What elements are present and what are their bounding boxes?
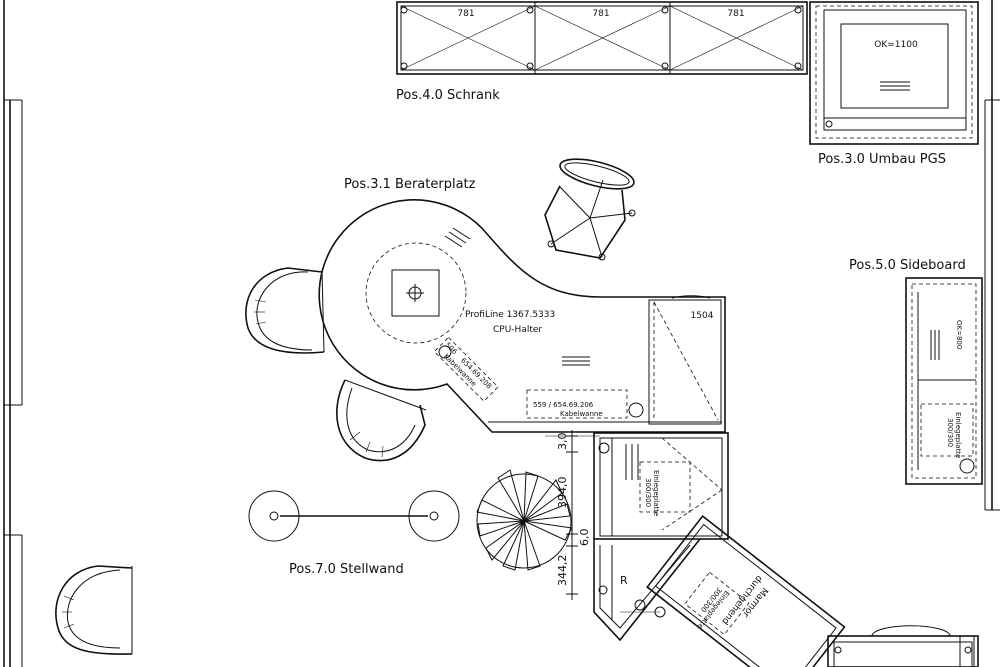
desk-kabelwanne-label: Kabelwanne [560, 410, 603, 418]
visitor-chair-left-bottom [336, 379, 427, 462]
dimension-344-2: 344,2 [556, 555, 569, 587]
plant [476, 469, 573, 571]
dimension-6-0: 6,0 [578, 529, 591, 547]
desk-cpu-halter: CPU-Halter [493, 325, 542, 335]
bottom-right-cabinet [827, 625, 979, 667]
label-beraterplatz: Pos.3.1 Beraterplatz [344, 177, 476, 192]
room-walls [3, 0, 1000, 667]
office-chair [544, 158, 636, 261]
lower-cabinet: Einlegeplatte 300/300 R [593, 432, 729, 642]
pgs-unit: OK=1100 [809, 1, 979, 145]
sideboard: OK=800 Einlegeplatte 300/300 [905, 277, 983, 485]
lower-einlegeplatte-size: 300/300 [644, 478, 652, 507]
sideboard-ok-height: OK=800 [955, 320, 963, 349]
sideboard-einlegeplatte: Einlegeplatte [954, 412, 962, 458]
schrank-width-2: 781 [592, 9, 609, 19]
stellwand [248, 490, 460, 542]
desk-profiline: ProfiLine 1367.5333 [465, 310, 555, 320]
dimension-chain: 3,0 394,0 6,0 344,2 [545, 430, 600, 600]
schrank-cabinets: 781 781 781 [396, 1, 808, 75]
visitor-chair-bottom-left [55, 565, 133, 655]
label-stellwand: Pos.7.0 Stellwand [289, 562, 404, 577]
schrank-width-1: 781 [457, 9, 474, 19]
consultant-desk: 1504 ProfiLine 1367.5333 CPU-Halter 559 … [318, 199, 726, 433]
dimension-3-0: 3,0 [556, 433, 569, 451]
lower-r-mark: R [620, 574, 628, 587]
lower-einlegeplatte: Einlegeplatte [652, 470, 660, 516]
visitor-chair-left-top [245, 267, 325, 354]
schrank-width-3: 781 [727, 9, 744, 19]
pgs-ok-height: OK=1100 [874, 40, 918, 50]
dimension-394-0: 394,0 [556, 477, 569, 509]
label-schrank: Pos.4.0 Schrank [396, 88, 500, 103]
label-umbau-pgs: Pos.3.0 Umbau PGS [818, 152, 946, 167]
desk-kabelwanne-spec: 559 / 654.69.206 [533, 401, 594, 409]
label-sideboard: Pos.5.0 Sideboard [849, 258, 966, 273]
desk-cabinet-width: 1504 [691, 311, 714, 321]
sideboard-einlegeplatte-size: 300/300 [946, 418, 954, 447]
